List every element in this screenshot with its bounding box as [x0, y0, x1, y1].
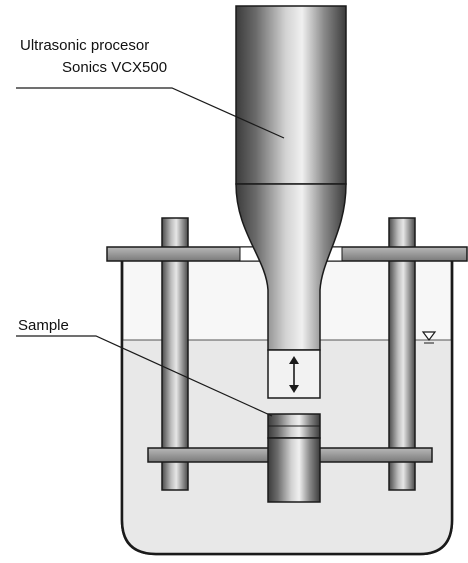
processor-label-line2: Sonics VCX500 — [62, 59, 167, 76]
sample-leader-line — [16, 335, 273, 417]
right-rod — [388, 217, 416, 491]
water-level-triangle-icon — [421, 331, 437, 344]
support-rods — [161, 217, 416, 491]
double-headed-arrow-icon — [289, 356, 299, 393]
sample-label: Sample — [18, 317, 69, 334]
sample-holder — [267, 437, 321, 503]
sample — [267, 413, 321, 439]
processor-label-line1: Ultrasonic procesor — [20, 37, 149, 54]
left-rod — [161, 217, 189, 491]
processor-leader-line — [16, 87, 285, 139]
processor-body — [235, 5, 347, 185]
